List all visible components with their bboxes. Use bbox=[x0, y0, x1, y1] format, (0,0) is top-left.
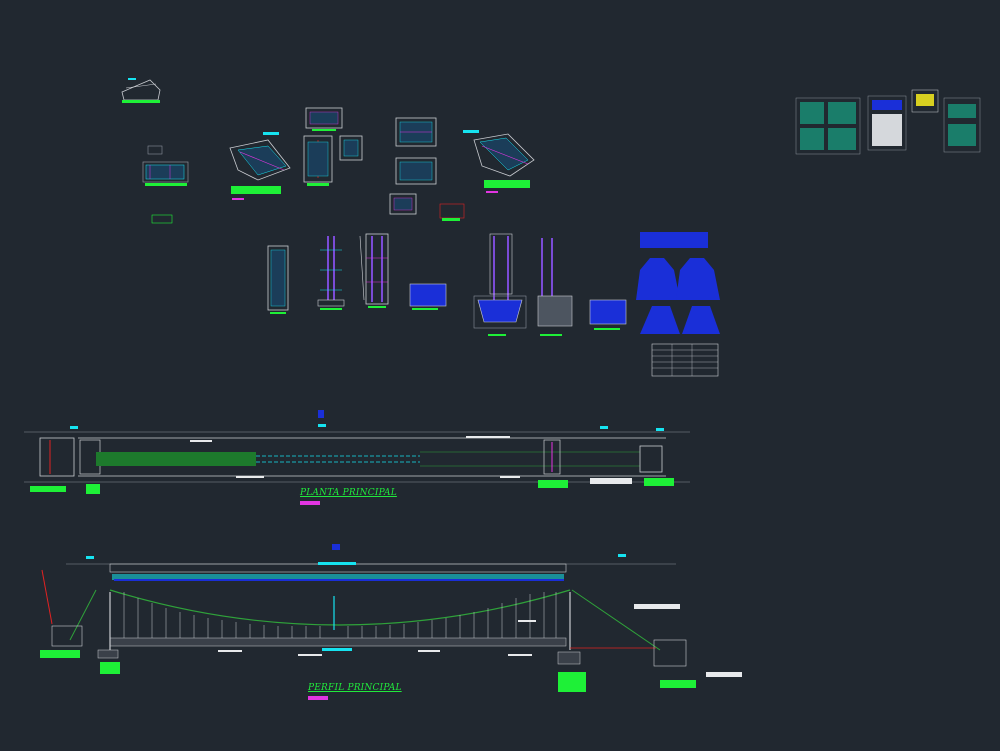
detail-saddle-3d bbox=[229, 132, 291, 200]
profile-view-title-marker bbox=[308, 696, 328, 700]
detail-anchor-block bbox=[121, 78, 161, 103]
plan-view-title-marker bbox=[300, 501, 320, 505]
detail-tower-elevation-4 bbox=[473, 233, 527, 336]
detail-tower-elevation-3 bbox=[365, 233, 389, 308]
detail-sheet-thumbnails bbox=[795, 89, 981, 155]
detail-blue-pyramids bbox=[636, 232, 720, 334]
detail-tower-elevation-5 bbox=[537, 238, 573, 336]
plan-view-title: PLANTA PRINCIPAL bbox=[300, 488, 397, 498]
detail-beam-sections bbox=[389, 117, 465, 221]
detail-column-sections bbox=[303, 107, 363, 186]
detail-tower-elevation-2 bbox=[317, 235, 365, 310]
detail-tower-base-small bbox=[142, 145, 189, 224]
detail-footing-section-2 bbox=[589, 299, 627, 330]
plan-view bbox=[24, 410, 690, 494]
detail-tower-elevation-1 bbox=[267, 245, 289, 314]
profile-view bbox=[40, 544, 742, 692]
detail-footing-section bbox=[409, 283, 447, 310]
detail-quantities-table bbox=[651, 343, 719, 377]
profile-view-title: PERFIL PRINCIPAL bbox=[308, 683, 402, 693]
detail-cable-anchor-3d bbox=[463, 130, 535, 193]
